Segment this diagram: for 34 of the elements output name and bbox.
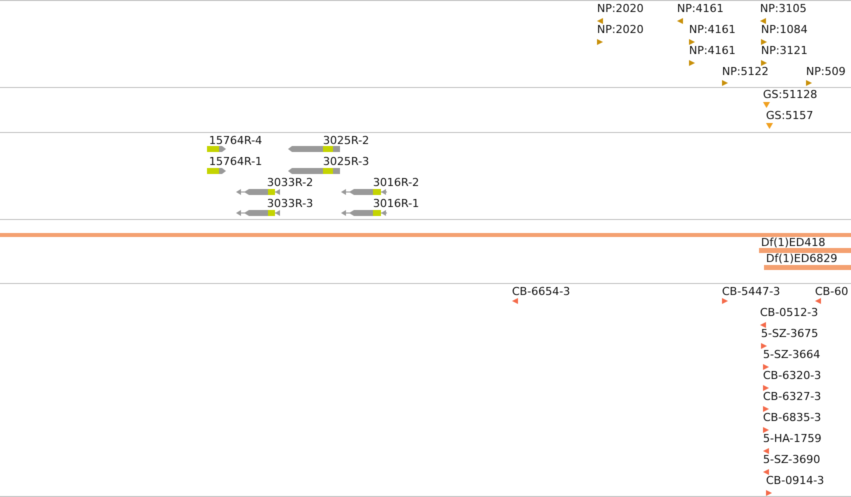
feature-label: 15764R-4 — [209, 134, 262, 147]
feature-label: NP:5122 — [722, 65, 769, 78]
feature-label: 3033R-2 — [267, 176, 314, 189]
feature-label: 15764R-1 — [209, 155, 262, 168]
feature-label: 3033R-3 — [267, 197, 314, 210]
feature-label: GS:51128 — [763, 88, 818, 101]
feature-label: 5-SZ-3664 — [763, 348, 820, 361]
feature-label: NP:3121 — [761, 44, 808, 57]
feature-label: Df(1)ED6829 — [766, 252, 838, 265]
feature-label: 5-SZ-3675 — [761, 327, 818, 340]
feature-label: 5-SZ-3690 — [763, 453, 820, 466]
feature-label: CB-60 — [815, 285, 848, 298]
feature-label: 3016R-2 — [373, 176, 420, 189]
feature-label: NP:509 — [806, 65, 846, 78]
feature-label: NP:3105 — [760, 2, 807, 15]
feature-label: CB-0512-3 — [760, 306, 818, 319]
feature-label: NP:2020 — [597, 2, 644, 15]
feature-label: NP:4161 — [689, 23, 736, 36]
feature-label: GS:5157 — [766, 109, 814, 122]
feature-label: CB-6320-3 — [763, 369, 822, 382]
feature-label: 5-HA-1759 — [763, 432, 822, 445]
feature-label: NP:4161 — [689, 44, 736, 57]
feature-label: CB-5447-3 — [722, 285, 780, 298]
feature-label: 3016R-1 — [373, 197, 420, 210]
feature-label: Df(1)ED418 — [761, 236, 826, 249]
feature-label: CB-0914-3 — [766, 474, 824, 487]
feature-label: 3025R-3 — [323, 155, 370, 168]
feature-label: NP:2020 — [597, 23, 644, 36]
feature-label: 3025R-2 — [323, 134, 370, 147]
feature-label: NP:4161 — [677, 2, 724, 15]
feature-label: CB-6654-3 — [512, 285, 570, 298]
feature-label: CB-6835-3 — [763, 411, 822, 424]
feature-label: NP:1084 — [761, 23, 808, 36]
feature-label: CB-6327-3 — [763, 390, 822, 403]
